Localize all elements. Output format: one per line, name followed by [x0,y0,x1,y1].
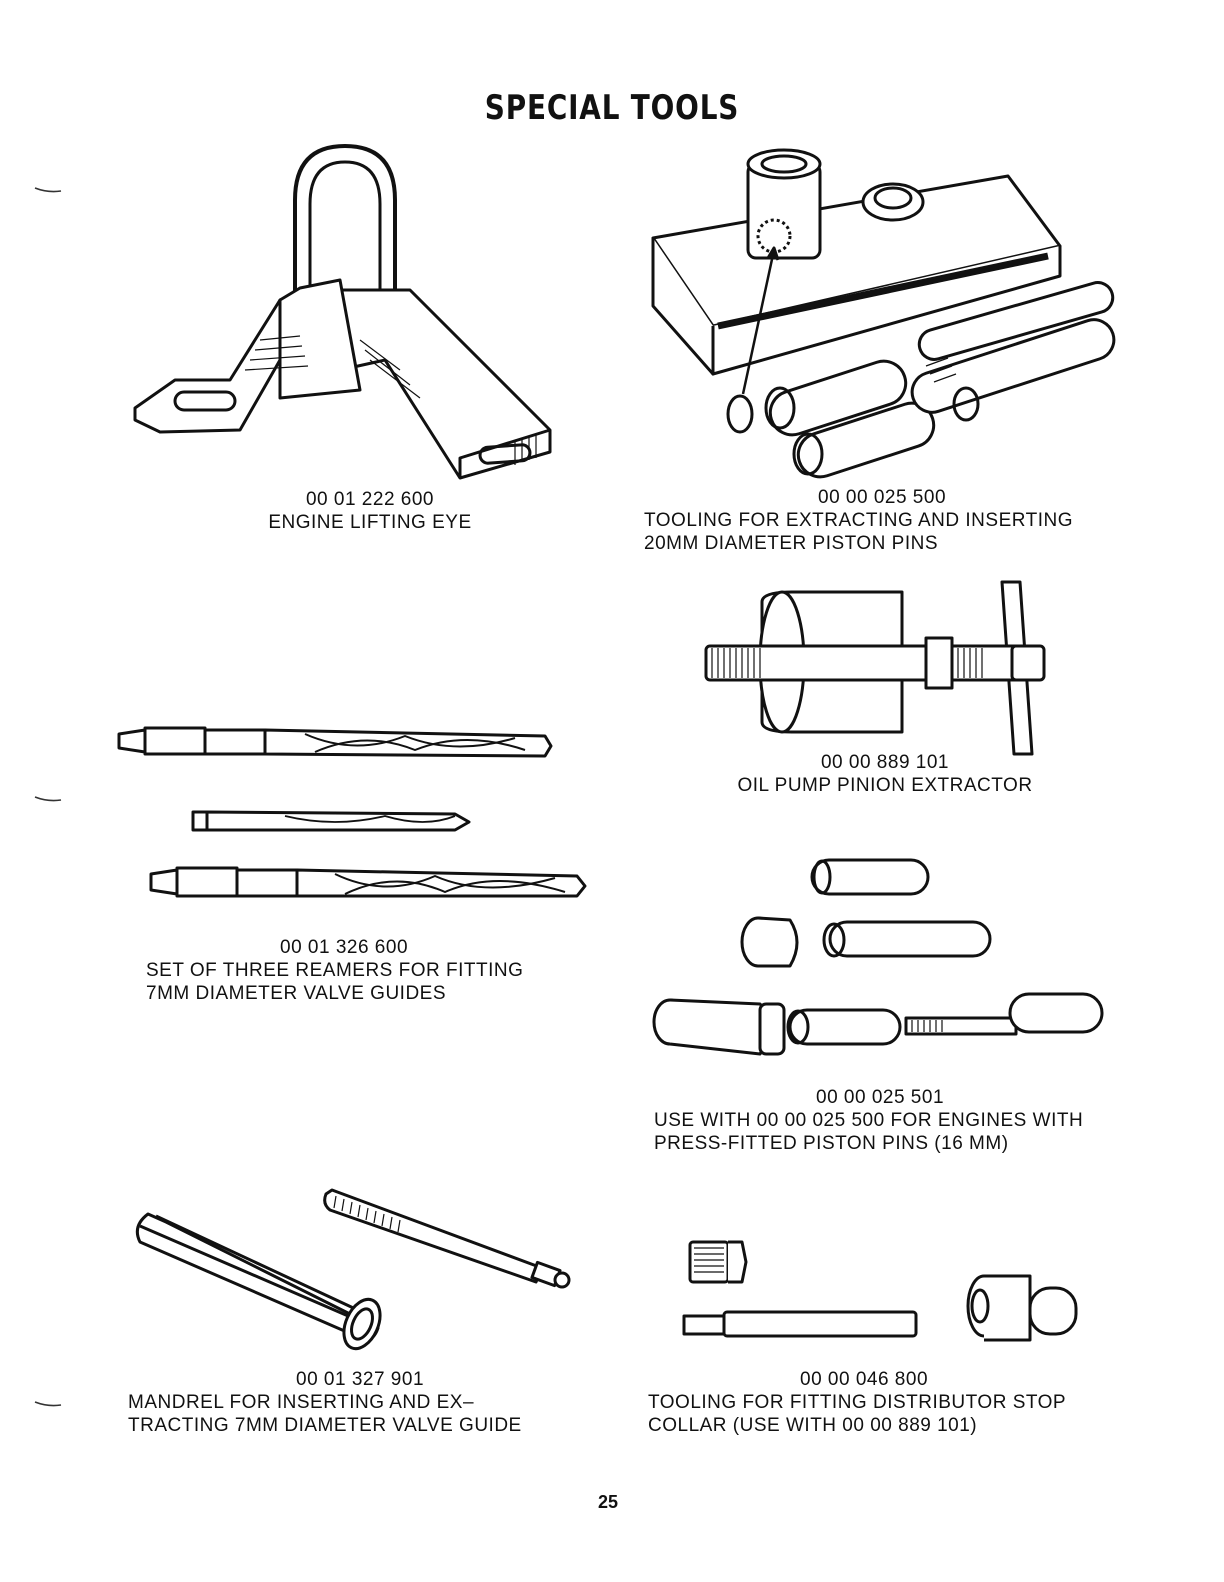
part-number: 00 01 326 600 [280,937,409,958]
piston-pin-tooling-icon [648,146,1118,484]
tool-caption: 00 00 046 800 TOOLING FOR FITTING DISTRI… [648,1368,1128,1437]
press-fit-tooling-icon [650,854,1110,1064]
mandrel-icon [126,1186,576,1358]
tool-description: OIL PUMP PINION EXTRACTOR [737,775,1033,796]
page-number: 25 [598,1492,619,1512]
tool-description: USE WITH 00 00 025 500 FOR ENGINES WITH … [654,1110,1084,1154]
tool-description: TOOLING FOR FITTING DISTRIBUTOR STOP COL… [648,1392,1067,1436]
tool-description: TOOLING FOR EXTRACTING AND INSERTING 20M… [644,510,1074,554]
reamers-icon [115,716,595,904]
tool-caption: 00 00 025 501 USE WITH 00 00 025 500 FOR… [654,1086,1134,1155]
part-number: 00 00 025 500 [818,487,947,508]
tool-caption: 00 00 889 101 OIL PUMP PINION EXTRACTOR [700,751,1070,797]
part-number: 00 00 889 101 [820,752,949,773]
tool-caption: 00 00 025 500 TOOLING FOR EXTRACTING AND… [644,486,1144,555]
distributor-collar-tooling-icon [680,1236,1086,1346]
margin-mark [34,795,62,803]
tool-caption: 00 01 327 901 MANDREL FOR INSERTING AND … [128,1368,598,1437]
tool-description: SET OF THREE REAMERS FOR FITTING 7MM DIA… [146,960,524,1004]
tool-description: ENGINE LIFTING EYE [268,512,472,533]
part-number: 00 01 327 901 [296,1369,425,1390]
margin-mark [34,1400,62,1408]
tool-description: MANDREL FOR INSERTING AND EX– TRACTING 7… [128,1392,522,1436]
tool-caption: 00 01 326 600 SET OF THREE REAMERS FOR F… [146,936,606,1005]
page-title: SPECIAL TOOLS [484,88,740,128]
pinion-extractor-icon [702,580,1052,756]
lifting-eye-icon [130,140,570,500]
part-number: 00 01 222 600 [305,489,434,510]
part-number: 00 00 025 501 [816,1087,945,1108]
part-number: 00 00 046 800 [800,1369,929,1390]
tool-caption: 00 01 222 600 ENGINE LIFTING EYE [200,488,540,534]
margin-mark [34,186,62,194]
